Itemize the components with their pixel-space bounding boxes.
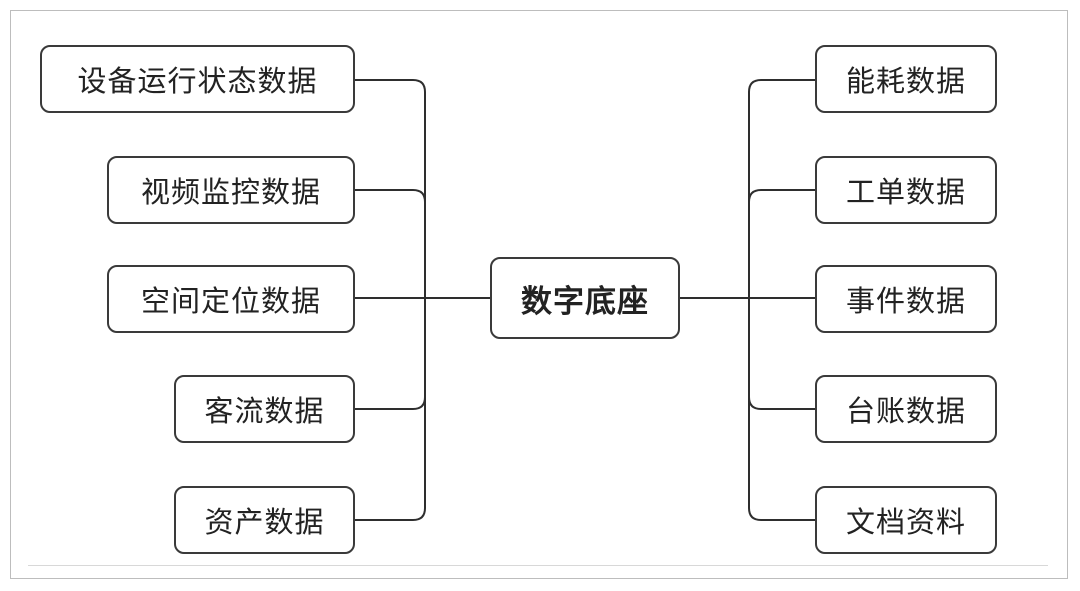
left-node-4: 客流数据: [174, 375, 355, 443]
left-node-5: 资产数据: [174, 486, 355, 554]
right-node-1: 能耗数据: [815, 45, 997, 113]
connector-left-2: [355, 189, 426, 203]
diagram-frame: [10, 10, 1068, 579]
bottom-rule: [28, 565, 1048, 566]
right-node-3: 事件数据: [815, 265, 997, 333]
connector-left-4: [355, 396, 426, 410]
left-node-2: 视频监控数据: [107, 156, 355, 224]
left-node-3: 空间定位数据: [107, 265, 355, 333]
right-node-4: 台账数据: [815, 375, 997, 443]
center-node: 数字底座: [490, 257, 680, 339]
left-node-1: 设备运行状态数据: [40, 45, 355, 113]
connector-right-2: [748, 189, 815, 203]
connector-right-1: [748, 79, 815, 93]
connector-right-5: [748, 507, 815, 521]
connector-right-4: [748, 396, 815, 410]
right-node-5: 文档资料: [815, 486, 997, 554]
right-node-2: 工单数据: [815, 156, 997, 224]
connector-left-1: [355, 79, 426, 93]
connector-left-5: [355, 507, 426, 521]
